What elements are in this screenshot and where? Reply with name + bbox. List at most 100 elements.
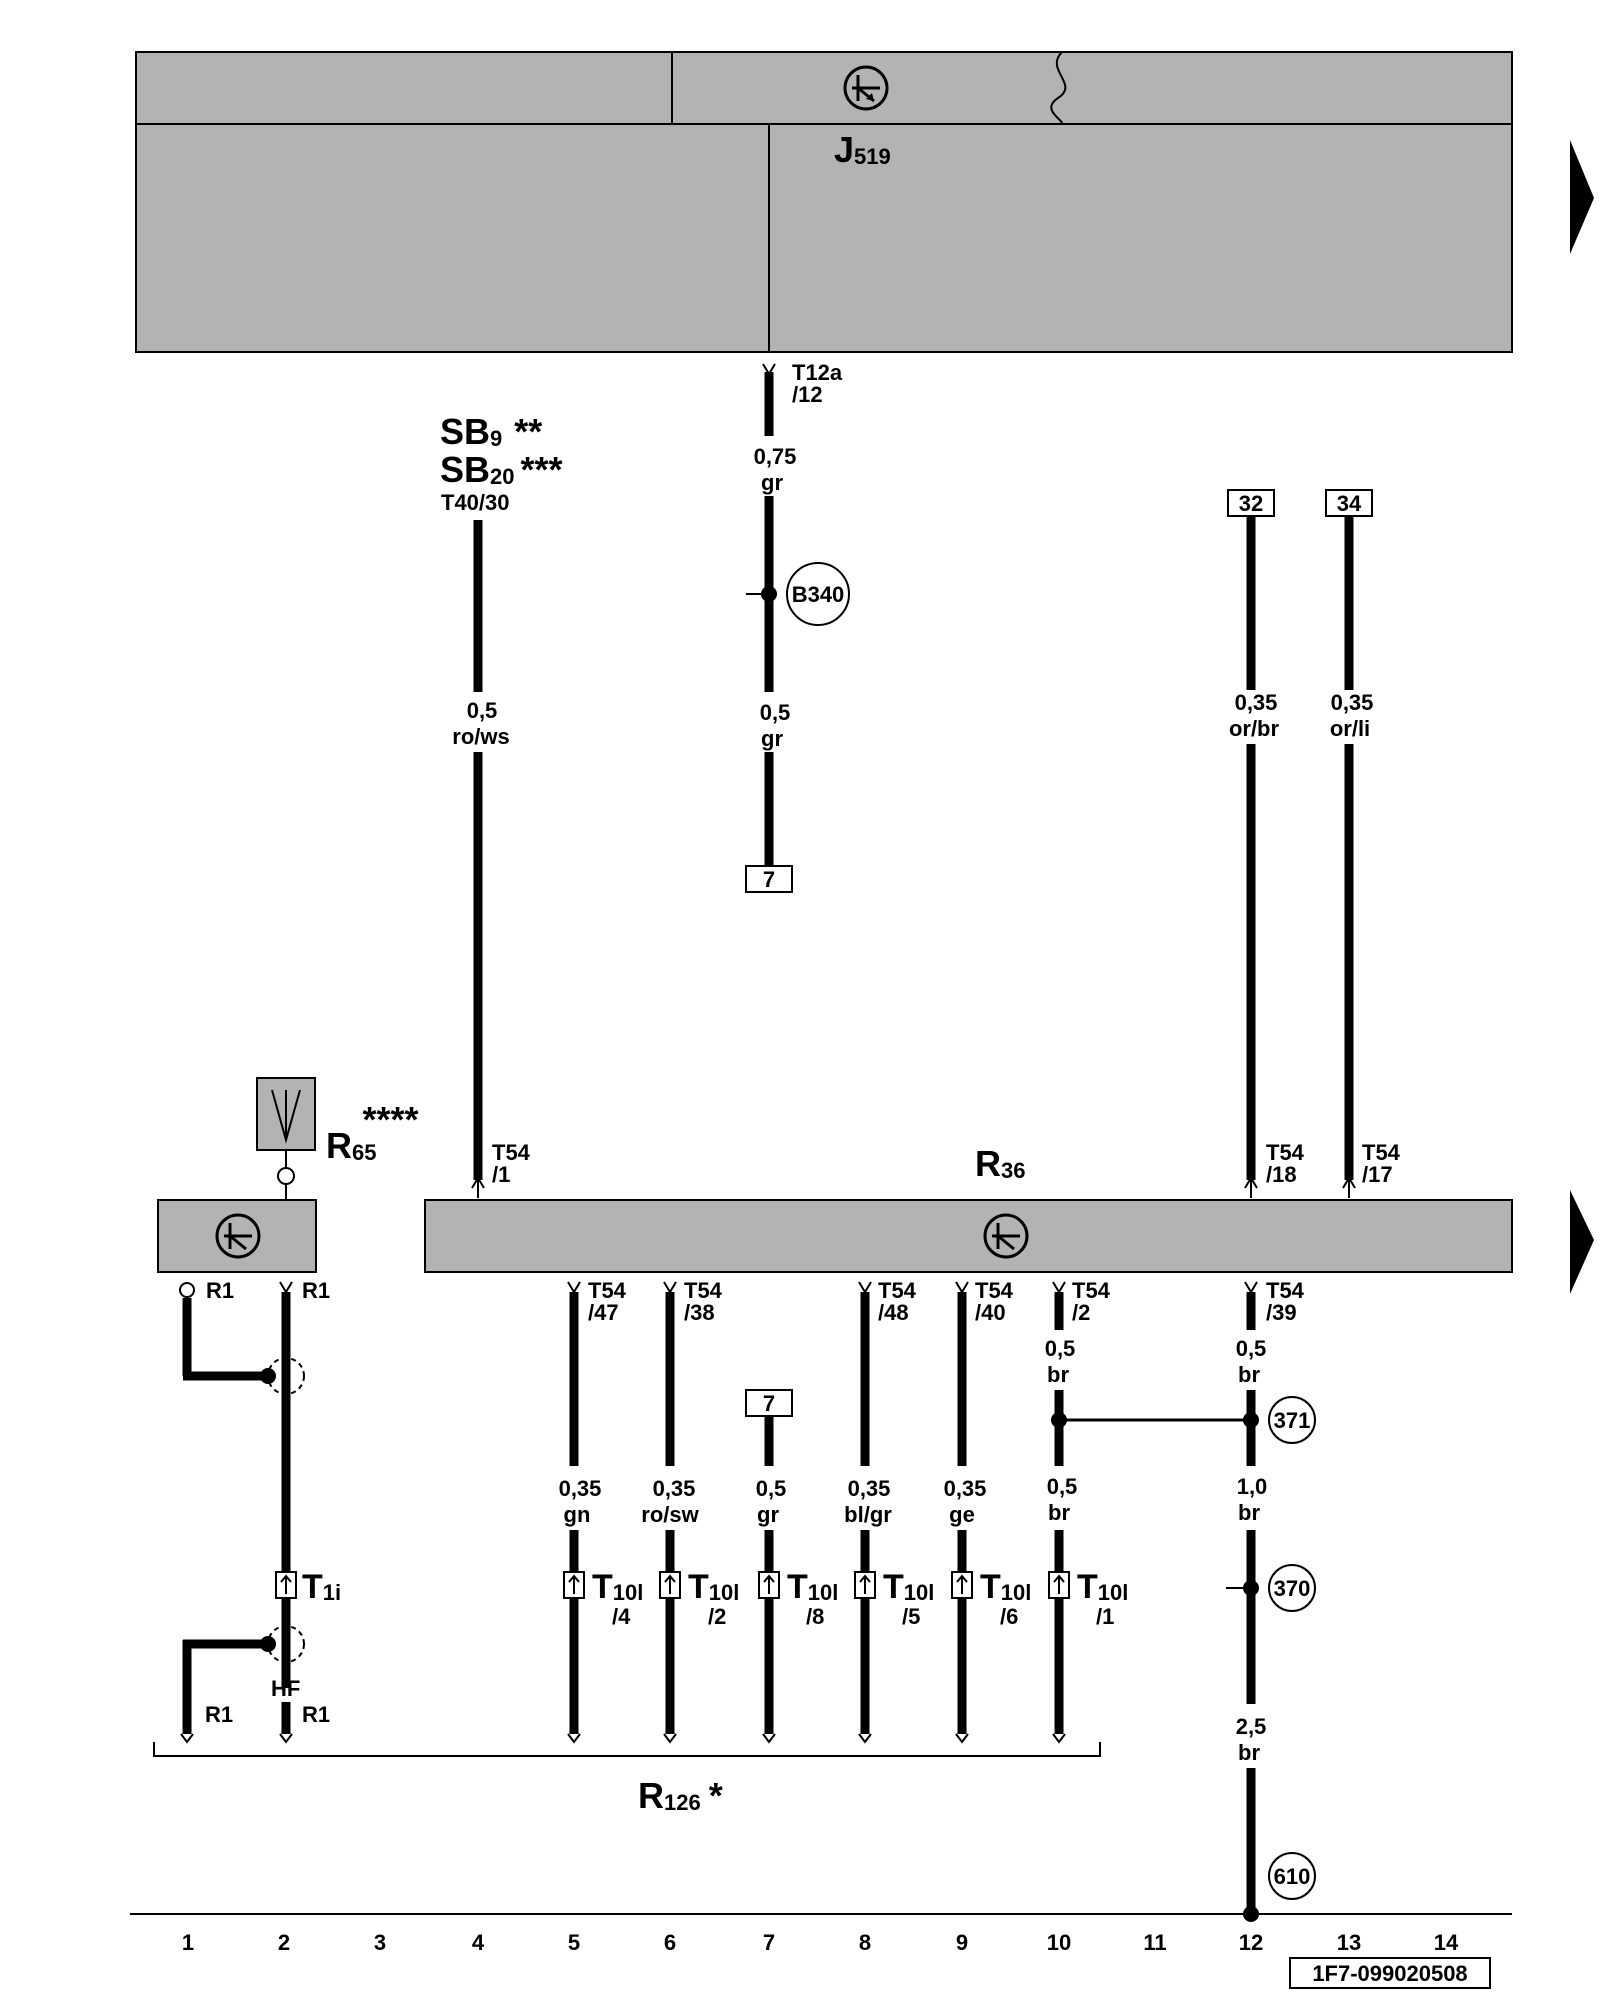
wire-t54-48: T54 /48 0,35 bl/gr T10l /5 [844, 1278, 934, 1744]
svg-text:371: 371 [1274, 1408, 1311, 1433]
svg-text:T54: T54 [1072, 1278, 1111, 1303]
doc-code-box: 1F7-099020508 [1289, 1957, 1491, 1989]
svg-text:br: br [1238, 1362, 1260, 1387]
svg-text:/47: /47 [588, 1300, 619, 1325]
svg-text:0,35: 0,35 [1235, 690, 1278, 715]
r126-label: R126* [638, 1775, 723, 1816]
column-number: 12 [1239, 1930, 1263, 1955]
svg-text:0,35: 0,35 [1331, 690, 1374, 715]
svg-text:/8: /8 [806, 1604, 824, 1629]
column-number: 9 [956, 1930, 968, 1955]
svg-text:T54: T54 [878, 1278, 917, 1303]
svg-text:610: 610 [1274, 1864, 1311, 1889]
svg-text:gr: gr [761, 726, 783, 751]
svg-text:370: 370 [1274, 1576, 1311, 1601]
svg-text:/2: /2 [1072, 1300, 1090, 1325]
svg-text:br: br [1047, 1362, 1069, 1387]
column-number: 10 [1047, 1930, 1071, 1955]
wire-sb-fuse: SB9** SB20*** T40/30 0,5 ro/ws T54 /1 [440, 411, 563, 1198]
column-number: 5 [568, 1930, 580, 1955]
svg-text:/2: /2 [708, 1604, 726, 1629]
svg-text:0,35: 0,35 [848, 1476, 891, 1501]
svg-text:/4: /4 [612, 1604, 631, 1629]
j519-body [135, 123, 1513, 353]
wire-box7-gr: 7 0,5 gr T10l /8 [745, 1389, 838, 1744]
svg-text:gr: gr [757, 1502, 779, 1527]
r36-label: R36 [975, 1143, 1025, 1184]
sb20-label: SB20*** [440, 449, 563, 490]
svg-text:T54: T54 [588, 1278, 627, 1303]
wire-t12a: T12a /12 0,75 gr B340 0,5 gr 7 [745, 360, 850, 893]
svg-text:/12: /12 [792, 382, 823, 407]
svg-text:1,0: 1,0 [1237, 1474, 1268, 1499]
svg-text:br: br [1048, 1500, 1070, 1525]
svg-text:ro/sw: ro/sw [641, 1502, 699, 1527]
svg-text:0,35: 0,35 [559, 1476, 602, 1501]
electronic-symbol-icon [215, 1213, 261, 1259]
connector-t1i: T1i [275, 1568, 341, 1606]
svg-text:0,5: 0,5 [467, 698, 498, 723]
column-number: 11 [1143, 1930, 1166, 1955]
j519-label: J519 [834, 129, 891, 170]
wire-r1-antenna: R1 R1 T1i HF R1 R1 [179, 1278, 341, 1744]
svg-text:T10l: T10l [980, 1568, 1031, 1606]
wire-t54-38: T54 /38 0,35 ro/sw T10l /2 [641, 1278, 739, 1744]
svg-text:0,5: 0,5 [1236, 1336, 1267, 1361]
wire-t54-2: T54 /2 0,5 br 0,5 br T10l /1 [1045, 1278, 1251, 1744]
wire-t54-40: T54 /40 0,35 ge T10l /6 [944, 1278, 1031, 1744]
j519-control-unit: J519 [135, 51, 1513, 353]
continuation-arrow-icon [1570, 1190, 1594, 1294]
svg-text:HF: HF [271, 1676, 300, 1701]
column-number: 8 [859, 1930, 871, 1955]
svg-text:ge: ge [949, 1502, 975, 1527]
svg-text:gn: gn [564, 1502, 591, 1527]
svg-text:T12a: T12a [792, 360, 843, 385]
sb9-label: SB9** [440, 411, 542, 452]
svg-text:T1i: T1i [302, 1568, 341, 1606]
svg-text:R1: R1 [302, 1702, 330, 1727]
j519-top-strip [135, 51, 1513, 125]
svg-text:or/li: or/li [1330, 716, 1370, 741]
column-number: 7 [763, 1930, 775, 1955]
wire-t54-47: T54 /47 0,35 gn T10l /4 [559, 1278, 643, 1744]
svg-text:ro/ws: ro/ws [452, 724, 509, 749]
r36-control-unit: R36 [424, 1143, 1513, 1273]
svg-text:0,5: 0,5 [756, 1476, 787, 1501]
svg-text:7: 7 [763, 1391, 775, 1416]
svg-text:br: br [1238, 1740, 1260, 1765]
continuation-arrow-icon [1570, 140, 1594, 254]
wire-34: 34 0,35 or/li T54 /17 [1325, 489, 1401, 1198]
svg-text:gr: gr [761, 470, 783, 495]
svg-text:/38: /38 [684, 1300, 715, 1325]
svg-text:T10l: T10l [1077, 1568, 1128, 1606]
svg-text:0,5: 0,5 [1047, 1474, 1078, 1499]
svg-text:T54: T54 [492, 1140, 531, 1165]
svg-text:0,5: 0,5 [1045, 1336, 1076, 1361]
svg-text:R1: R1 [206, 1278, 234, 1303]
column-number: 14 [1434, 1930, 1459, 1955]
svg-text:T54: T54 [1266, 1140, 1305, 1165]
wire-32: 32 0,35 or/br T54 /18 [1227, 489, 1305, 1198]
svg-text:/6: /6 [1000, 1604, 1018, 1629]
svg-text:/18: /18 [1266, 1162, 1297, 1187]
svg-text:T10l: T10l [688, 1568, 739, 1606]
svg-text:T54: T54 [1266, 1278, 1305, 1303]
ref-b340 [786, 562, 850, 626]
svg-text:T54: T54 [684, 1278, 723, 1303]
svg-text:34: 34 [1337, 491, 1362, 516]
svg-text:/1: /1 [1096, 1604, 1114, 1629]
j519-break-mark [1050, 51, 1067, 125]
doc-code: 1F7-099020508 [1312, 1961, 1467, 1986]
ref-box-7 [745, 865, 793, 893]
svg-text:2,5: 2,5 [1236, 1714, 1267, 1739]
svg-text:or/br: or/br [1229, 716, 1280, 741]
svg-text:T10l: T10l [592, 1568, 643, 1606]
antenna-icon [271, 1089, 301, 1144]
column-number: 3 [374, 1930, 386, 1955]
svg-text:br: br [1238, 1500, 1260, 1525]
electronic-symbol-icon [843, 65, 889, 111]
svg-text:/48: /48 [878, 1300, 909, 1325]
svg-text:/39: /39 [1266, 1300, 1297, 1325]
